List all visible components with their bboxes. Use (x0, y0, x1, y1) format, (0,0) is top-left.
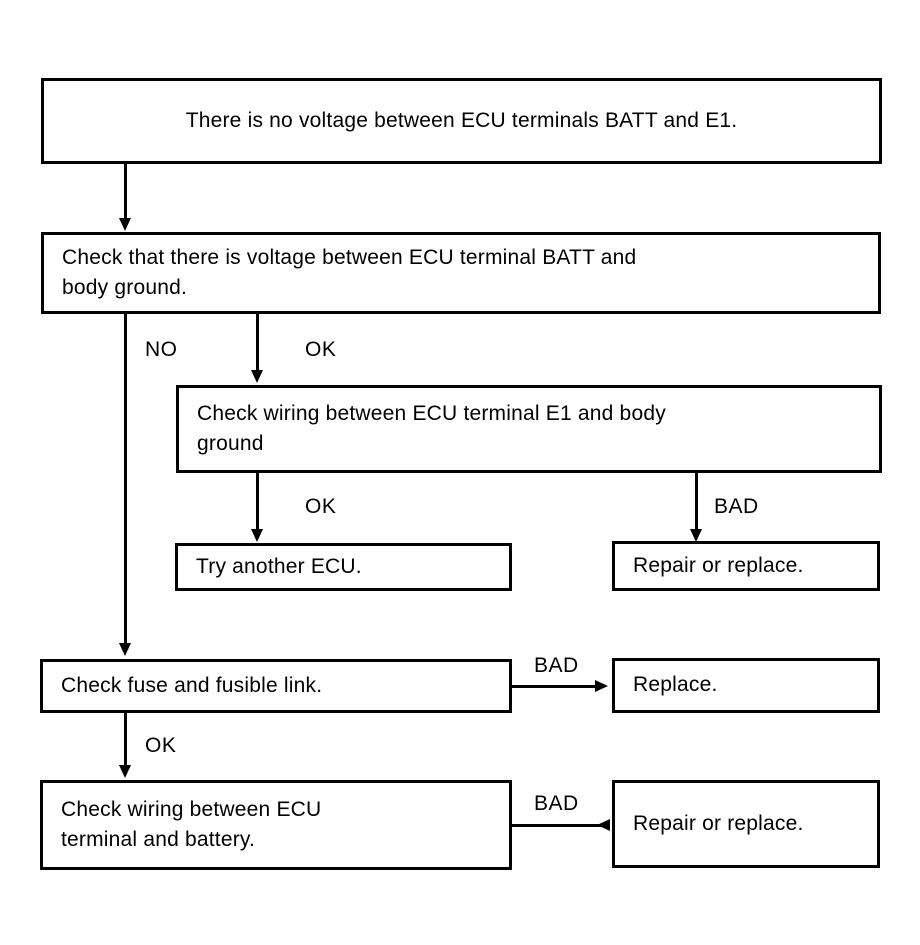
edge-label-ok-fuse: OK (145, 734, 177, 757)
node-replace-fuse-label: Replace. (633, 673, 718, 697)
arrowhead-bad-fuse-to-replace (595, 680, 608, 692)
arrowhead-ok-e1-to-try-ecu (251, 529, 263, 542)
node-try-another-ecu: Try another ECU. (175, 543, 512, 591)
node-replace-fuse: Replace. (612, 658, 880, 713)
connector-symptom-to-check-batt (124, 164, 127, 220)
arrowhead-symptom-to-check-batt (119, 218, 131, 231)
node-symptom-label: There is no voltage between ECU terminal… (185, 108, 738, 132)
edge-label-ok-e1: OK (305, 495, 337, 518)
connector-ok-e1-to-try-ecu (256, 473, 259, 531)
connector-bad-batt-wiring-to-repair (512, 824, 610, 827)
edge-label-bad-e1: BAD (714, 495, 759, 518)
node-symptom: There is no voltage between ECU terminal… (41, 78, 882, 164)
node-check-batt-wiring-label: Check wiring between ECU terminal and ba… (61, 797, 322, 851)
arrowhead-ok-batt-to-e1 (251, 370, 263, 383)
connector-bad-e1-to-repair (695, 473, 698, 531)
node-check-e1-wiring-label: Check wiring between ECU terminal E1 and… (197, 401, 666, 455)
arrowhead-bad-batt-wiring-to-repair (597, 819, 610, 831)
connector-bad-fuse-to-replace (512, 685, 596, 688)
node-check-fuse: Check fuse and fusible link. (40, 659, 512, 713)
arrowhead-bad-e1-to-repair (690, 529, 702, 542)
edge-label-ok-batt: OK (305, 338, 337, 361)
node-check-fuse-label: Check fuse and fusible link. (61, 673, 323, 697)
node-repair-or-replace-e1-label: Repair or replace. (633, 553, 804, 577)
node-repair-or-replace-batt: Repair or replace. (612, 780, 880, 868)
connector-ok-batt-to-e1 (256, 314, 259, 372)
node-check-batt-voltage-label: Check that there is voltage between ECU … (62, 245, 637, 299)
node-repair-or-replace-e1: Repair or replace. (612, 541, 880, 591)
node-try-another-ecu-label: Try another ECU. (196, 554, 362, 578)
edge-label-no: NO (145, 338, 178, 361)
node-check-e1-wiring: Check wiring between ECU terminal E1 and… (176, 385, 882, 473)
node-check-batt-wiring: Check wiring between ECU terminal and ba… (40, 780, 512, 870)
edge-label-bad-batt-wiring: BAD (534, 792, 579, 815)
connector-no-branch (124, 314, 127, 645)
connector-ok-fuse-to-batt-wiring (124, 713, 127, 767)
node-repair-or-replace-batt-label: Repair or replace. (633, 811, 804, 835)
node-check-batt-voltage: Check that there is voltage between ECU … (41, 232, 881, 314)
arrowhead-ok-fuse-to-batt-wiring (119, 765, 131, 778)
arrowhead-no-branch (119, 643, 131, 656)
edge-label-bad-fuse: BAD (534, 654, 579, 677)
